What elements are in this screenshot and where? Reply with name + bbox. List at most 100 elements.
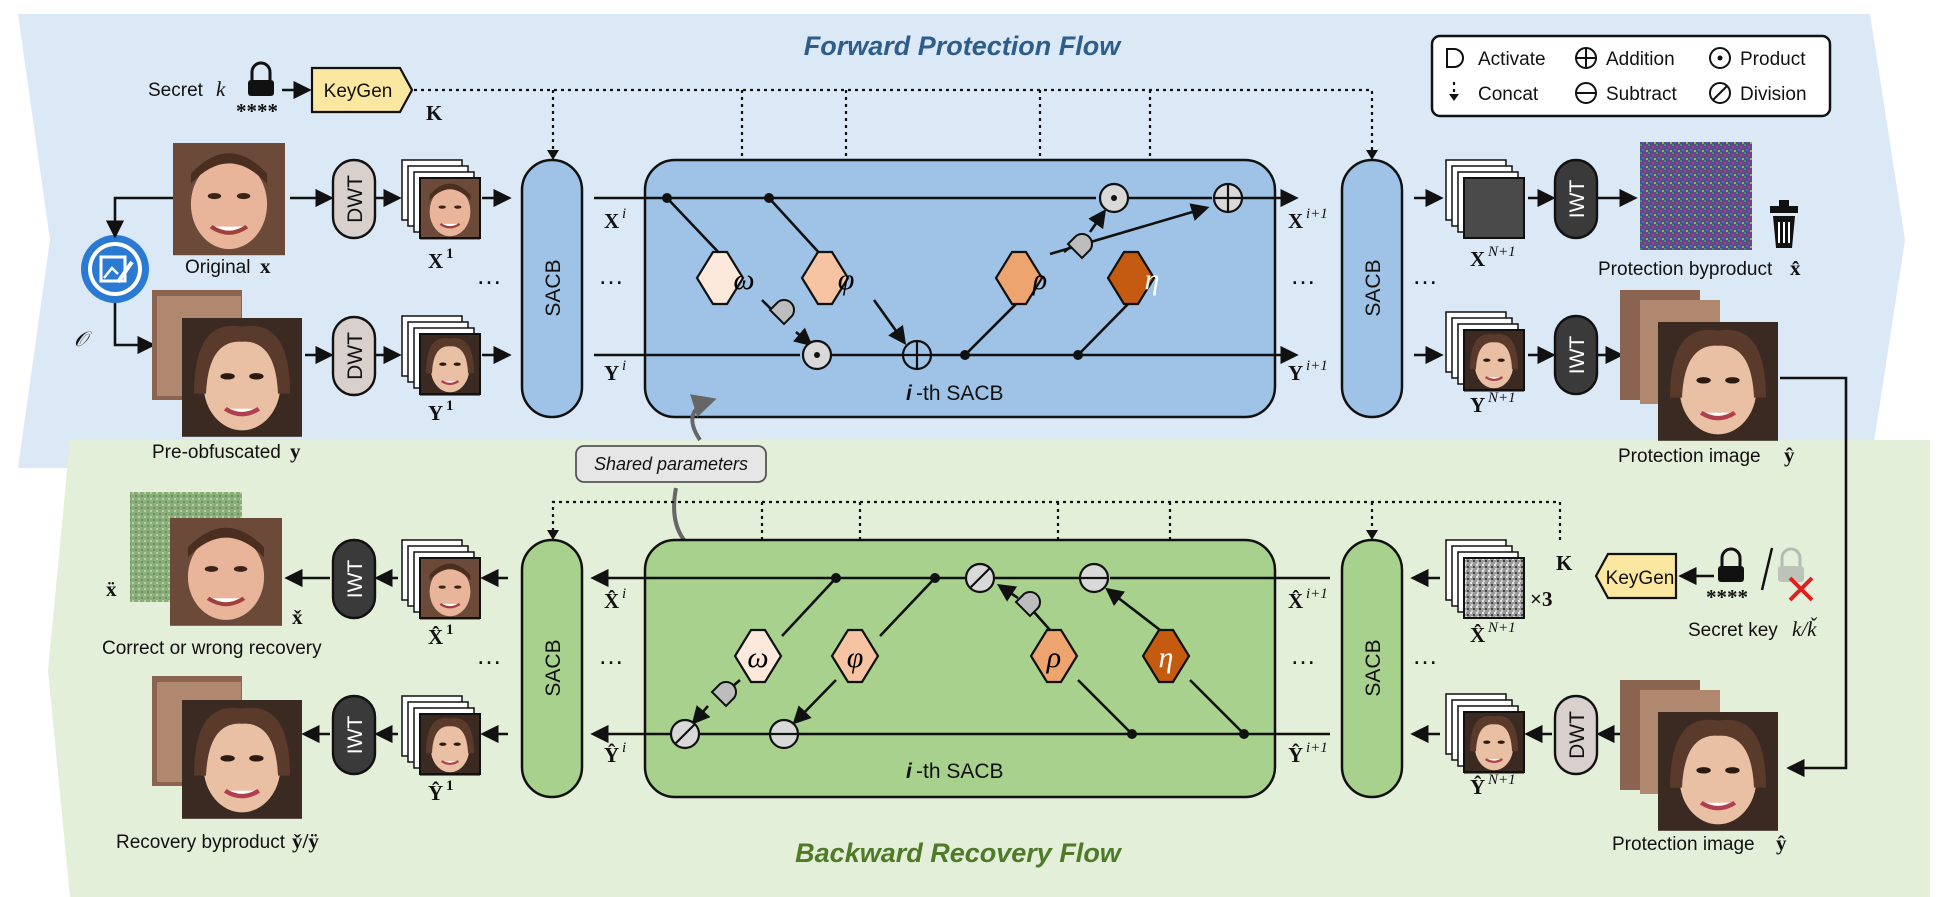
sacb-backward-left-label: SACB	[542, 639, 565, 696]
y1-stack	[401, 315, 482, 397]
eta-label-forward: η	[1145, 263, 1160, 296]
ellipsis-8: …	[476, 640, 502, 670]
division-node-b1	[964, 562, 996, 594]
yn1-hat-sup: N+1	[1487, 772, 1516, 788]
legend-activate: Activate	[1478, 49, 1546, 70]
legend-division: Division	[1740, 84, 1807, 105]
times3-label: ×3	[1530, 587, 1552, 611]
product-node-f2	[1098, 182, 1130, 214]
yi1-hat-label: Ŷ	[1288, 743, 1303, 767]
legend-addition: Addition	[1606, 49, 1675, 70]
obfuscation-icon	[81, 235, 149, 303]
addition-node-f1	[901, 339, 933, 371]
y1-hat-sup: 1	[446, 778, 454, 794]
x1-hat-stack	[401, 539, 482, 621]
dwt-top-label: DWT	[344, 175, 367, 223]
protection-image-forward	[1658, 322, 1778, 441]
recovery-byproduct-var: y̌/ÿ	[292, 829, 319, 853]
protection-image-var-forward: ŷ	[1784, 443, 1795, 467]
yn1-hat-stack	[1445, 693, 1526, 775]
yi1-label: Y	[1288, 361, 1303, 385]
iwt-top-backward-label: IWT	[344, 560, 367, 599]
addition-node-f2	[1212, 182, 1244, 214]
ellipsis-4: …	[1412, 260, 1438, 290]
yn1-stack	[1445, 311, 1526, 393]
sacb-forward-right-label: SACB	[1362, 259, 1385, 316]
phi-label-backward: φ	[847, 641, 864, 674]
xn1-label: X	[1470, 247, 1485, 271]
xi1-sup: i+1	[1306, 206, 1328, 222]
xn1-hat-sup: N+1	[1487, 620, 1516, 636]
omega-hex-forward	[695, 250, 745, 306]
y1-label: Y	[428, 401, 443, 425]
yi1-hat-sup: i+1	[1306, 740, 1328, 756]
x1-hat-sup: 1	[446, 622, 454, 638]
phi-label-forward: φ	[838, 263, 855, 296]
ith-label-forward-i: i	[906, 382, 913, 405]
protection-byproduct-label: Protection byproduct	[1598, 259, 1773, 280]
yn1-label: Y	[1470, 393, 1485, 417]
x-check-label: x̌	[292, 605, 303, 629]
lock-icon	[248, 61, 274, 96]
preobfuscated-face-image	[182, 318, 302, 437]
wrong-lock-icon	[1778, 547, 1804, 582]
activate-gate-f2	[1066, 233, 1093, 260]
yi-label: Y	[604, 361, 619, 385]
keygen-box	[310, 66, 414, 114]
protection-image-var-backward: ŷ	[1776, 831, 1787, 855]
preobf-label: Pre-obfuscated	[152, 442, 281, 463]
sacb-forward-left	[520, 158, 584, 419]
omega-hex-backward	[733, 628, 783, 684]
rho-hex-backward	[1029, 628, 1079, 684]
ellipsis-3: …	[1290, 260, 1316, 290]
x1-hat-label: X̂	[428, 625, 443, 649]
activate-icon	[1446, 48, 1464, 68]
dwt-bottom-label: DWT	[344, 332, 367, 380]
phi-hex-forward	[800, 250, 850, 306]
activate-gate-b1	[1014, 591, 1041, 618]
keygen-label-backward: KeyGen	[1606, 568, 1675, 589]
division-node-b2	[669, 718, 701, 750]
lock-icon-backward	[1718, 547, 1744, 582]
rho-label-forward: ρ	[1032, 263, 1047, 296]
legend-concat: Concat	[1478, 84, 1539, 105]
yi-hat-sup: i	[622, 740, 626, 756]
recovery-byproduct-label: Recovery byproduct	[116, 832, 286, 853]
ith-label-forward: -th SACB	[916, 382, 1004, 405]
xn1-hat-stack	[1445, 539, 1525, 619]
dwt-backward-label: DWT	[1566, 711, 1589, 759]
yi-hat-label: Ŷ	[604, 743, 619, 767]
keygen-box-backward	[1594, 552, 1678, 600]
secret-label: Secret	[148, 80, 204, 101]
x-dd-label: ẍ	[106, 577, 117, 601]
x1-sup: 1	[446, 246, 454, 262]
key-var-backward: K	[1556, 551, 1573, 575]
forward-title: Forward Protection Flow	[804, 31, 1123, 61]
correct-recovery-label: Correct or wrong recovery	[102, 638, 322, 659]
shared-parameters-tag: Shared parameters	[575, 445, 767, 483]
ellipsis-6: …	[1290, 640, 1316, 670]
xi-hat-label: X̂	[604, 589, 619, 613]
iwt-bottom-backward-label: IWT	[344, 716, 367, 755]
original-label: Original	[185, 257, 250, 278]
xn1-stack	[1445, 159, 1525, 239]
secret-key-var: k/ǩ	[1792, 617, 1818, 641]
eta-label-backward: η	[1159, 641, 1174, 674]
correct-recovery-image	[170, 518, 282, 626]
rho-hex-forward	[994, 250, 1044, 306]
product-node-f1	[801, 339, 833, 371]
keygen-label: KeyGen	[324, 81, 393, 102]
legend-product: Product	[1740, 49, 1806, 70]
secret-var: k	[216, 77, 226, 101]
phi-hex-backward	[830, 628, 880, 684]
sacb-backward-left	[520, 538, 584, 799]
secret-stars: ****	[236, 99, 278, 123]
yn1-sup: N+1	[1487, 390, 1516, 406]
activate-gate-f1	[768, 299, 795, 326]
ellipsis-5: …	[1412, 640, 1438, 670]
original-var: x	[260, 254, 271, 278]
ellipsis-7: …	[598, 640, 624, 670]
xi-label: X	[604, 209, 619, 233]
legend: Activate Addition Product Concat Subtrac…	[1430, 34, 1832, 118]
original-face-image	[173, 143, 285, 255]
